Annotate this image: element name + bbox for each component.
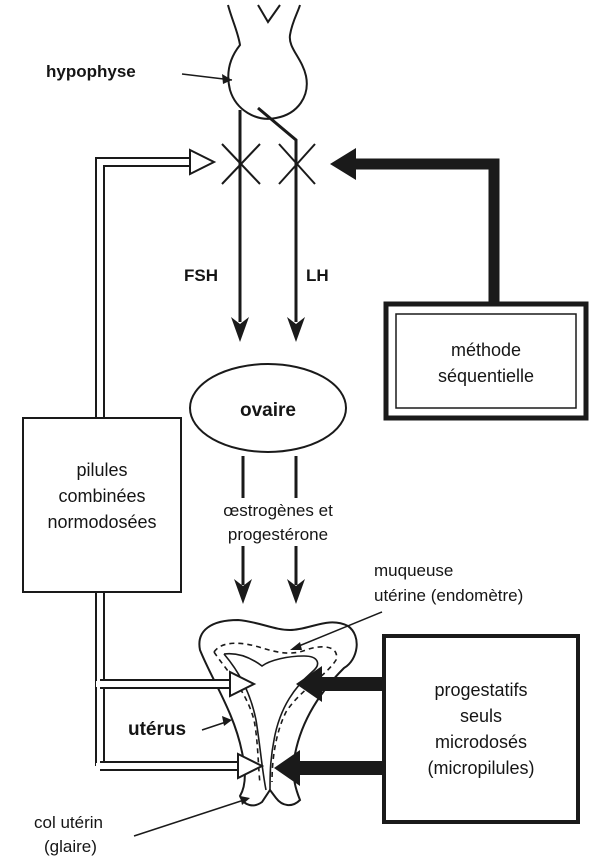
uterus-label: utérus xyxy=(128,719,186,740)
fsh-arrow xyxy=(231,110,249,342)
muqueuse-label-line2: utérine (endomètre) xyxy=(374,586,523,605)
uterus xyxy=(199,620,356,805)
fsh-label: FSH xyxy=(184,266,218,285)
col-label-line2: (glaire) xyxy=(44,837,97,856)
sequential-line1: méthode xyxy=(451,340,521,360)
sequential-line2: séquentielle xyxy=(438,366,534,386)
progestatifs-line1: progestatifs xyxy=(434,680,527,700)
col-label-line1: col utérin xyxy=(34,813,103,832)
hypophyse-pointer-head xyxy=(222,74,232,84)
progestatifs-line2: seuls xyxy=(460,706,502,726)
sequential-arrow-head xyxy=(330,148,356,180)
progestatifs-line3: microdosés xyxy=(435,732,527,752)
lh-label: LH xyxy=(306,266,329,285)
combined-pills-line2: combinées xyxy=(58,486,145,506)
combined-pills-line3: normodosées xyxy=(47,512,156,532)
sequential-method-box-inner xyxy=(396,314,576,408)
ovaire-label: ovaire xyxy=(240,400,296,421)
progestatifs-line4: (micropilules) xyxy=(427,758,534,778)
hypophyse-label: hypophyse xyxy=(46,62,136,81)
progestatifs-box xyxy=(384,636,578,822)
muqueuse-label-line1: muqueuse xyxy=(374,561,453,580)
uterus-pointer xyxy=(202,722,226,730)
hormones-label-line2: progestérone xyxy=(228,525,328,544)
pituitary-gland xyxy=(228,5,307,119)
col-pointer xyxy=(134,800,244,836)
hormones-label-line1: œstrogènes et xyxy=(223,501,333,520)
combined-arrow-head-top xyxy=(190,150,214,174)
sequential-pathway xyxy=(330,148,494,306)
combined-pills-line1: pilules xyxy=(76,460,127,480)
lh-arrow xyxy=(258,108,305,342)
